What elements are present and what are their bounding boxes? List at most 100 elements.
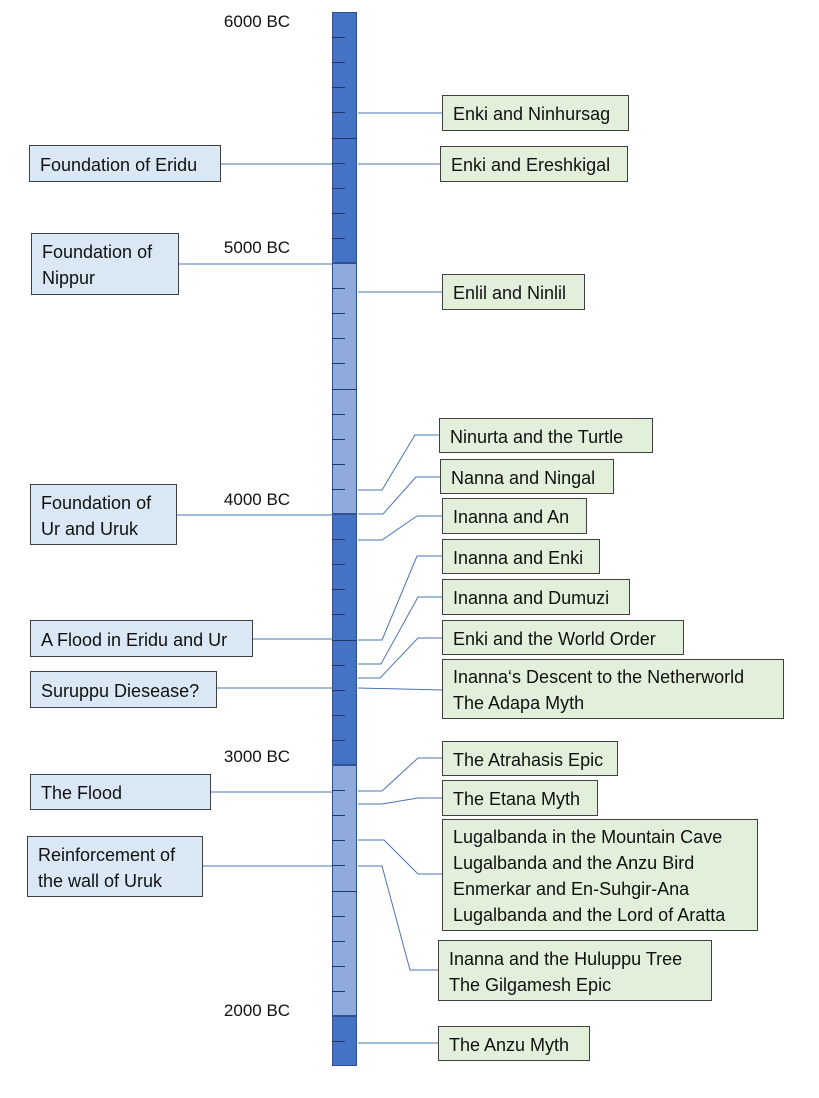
event-box: A Flood in Eridu and Ur: [30, 620, 253, 657]
myth-box-line: Enki and Ninhursag: [453, 104, 611, 124]
event-box-line: Suruppu Diesease?: [41, 681, 200, 701]
century-tick: [332, 1041, 345, 1042]
myth-connector: [358, 637, 442, 679]
myth-box: The Anzu Myth: [438, 1026, 590, 1061]
myth-connector: [358, 865, 438, 971]
century-tick: [332, 439, 345, 440]
myth-box: Ninurta and the Turtle: [439, 418, 653, 453]
event-box-line: Foundation of Eridu: [40, 155, 198, 175]
century-tick: [332, 865, 345, 866]
century-tick: [332, 941, 345, 942]
event-box: Foundation of Ur and Uruk: [30, 484, 177, 545]
myth-box-line: Inanna and the Huluppu Tree: [449, 949, 683, 969]
myth-connector: [358, 797, 442, 805]
event-box-line: Reinforcement of: [38, 845, 176, 865]
century-tick: [332, 489, 345, 490]
event-box-line: Ur and Uruk: [41, 519, 139, 539]
myth-box-line: Enki and Ereshkigal: [451, 155, 611, 175]
myth-box-line: Enlil and Ninlil: [453, 283, 567, 303]
myth-box-line: Inanna and An: [453, 507, 570, 527]
myth-box: Enki and Ereshkigal: [440, 146, 628, 182]
event-box: Suruppu Diesease?: [30, 671, 217, 708]
century-tick: [332, 112, 345, 113]
century-tick: [332, 313, 345, 314]
century-tick: [332, 966, 345, 967]
century-tick: [332, 288, 345, 289]
century-tick: [332, 614, 345, 615]
myth-box: Inanna and An: [442, 498, 587, 534]
myth-box: The Etana Myth: [442, 780, 598, 816]
century-tick: [332, 840, 345, 841]
event-box: Foundation of Eridu: [29, 145, 221, 182]
myth-box: Inanna and Enki: [442, 539, 600, 574]
century-tick: [332, 414, 345, 415]
century-tick: [332, 991, 345, 992]
myth-box-line: Ninurta and the Turtle: [450, 427, 624, 447]
myth-box: Nanna and Ningal: [440, 459, 614, 494]
myth-box-line: Inanna‘s Descent to the Netherworld: [453, 667, 745, 687]
myth-connector: [358, 839, 442, 875]
century-tick: [332, 665, 345, 666]
century-tick: [332, 363, 345, 364]
century-tick: [332, 37, 345, 38]
century-tick: [332, 589, 345, 590]
century-tick: [332, 464, 345, 465]
event-box-line: A Flood in Eridu and Ur: [41, 630, 228, 650]
myth-connector: [358, 434, 439, 491]
myth-box-line: Lugalbanda and the Anzu Bird: [453, 853, 695, 873]
millennium-label: 3000 BC: [223, 747, 291, 766]
millennium-segment: [332, 765, 357, 1016]
myth-box: Enlil and Ninlil: [442, 274, 585, 310]
century-tick: [332, 690, 345, 691]
myth-connector: [358, 555, 442, 641]
century-tick: [332, 238, 345, 239]
event-box-line: the wall of Uruk: [38, 871, 163, 891]
century-tick: [332, 640, 357, 641]
myth-box-line: Lugalbanda in the Mountain Cave: [453, 827, 723, 847]
century-tick: [332, 740, 345, 741]
century-tick: [332, 389, 357, 390]
century-tick: [332, 715, 345, 716]
myth-box-line: Inanna and Dumuzi: [453, 588, 610, 608]
millennium-label: 4000 BC: [223, 490, 291, 509]
myth-box: Enki and the World Order: [442, 620, 684, 655]
myth-box: Inanna and Dumuzi: [442, 579, 630, 615]
century-tick: [332, 891, 357, 892]
millennium-segment: [332, 514, 357, 765]
myth-box-line: Enki and the World Order: [453, 629, 656, 649]
myth-connector: [357, 687, 443, 691]
myth-box: The Atrahasis Epic: [442, 741, 618, 776]
century-tick: [332, 539, 345, 540]
myth-connector: [358, 596, 442, 665]
myth-box: Enki and Ninhursag: [442, 95, 629, 131]
event-box-line: Nippur: [42, 268, 96, 288]
myth-connector: [358, 515, 442, 541]
millennium-segment: [332, 12, 357, 263]
myth-box-line: The Gilgamesh Epic: [449, 975, 612, 995]
century-tick: [332, 188, 345, 189]
century-tick: [332, 138, 357, 139]
myth-box-line: The Anzu Myth: [449, 1035, 570, 1055]
event-box-line: The Flood: [41, 783, 123, 803]
event-box: Reinforcement of the wall of Uruk: [27, 836, 203, 897]
myth-box-line: Nanna and Ningal: [451, 468, 596, 488]
century-tick: [332, 815, 345, 816]
millennium-label: 5000 BC: [223, 238, 291, 257]
century-tick: [332, 62, 345, 63]
century-tick: [332, 790, 345, 791]
century-tick: [332, 338, 345, 339]
century-tick: [332, 213, 345, 214]
myth-box-line: Lugalbanda and the Lord of Aratta: [453, 905, 726, 925]
century-tick: [332, 916, 345, 917]
myth-box-line: Inanna and Enki: [453, 548, 584, 568]
myth-connector: [358, 476, 440, 515]
event-box-line: Foundation of: [41, 493, 152, 513]
millennium-label: 6000 BC: [223, 12, 291, 31]
event-box: The Flood: [30, 774, 211, 810]
myth-box-line: The Adapa Myth: [453, 693, 585, 713]
